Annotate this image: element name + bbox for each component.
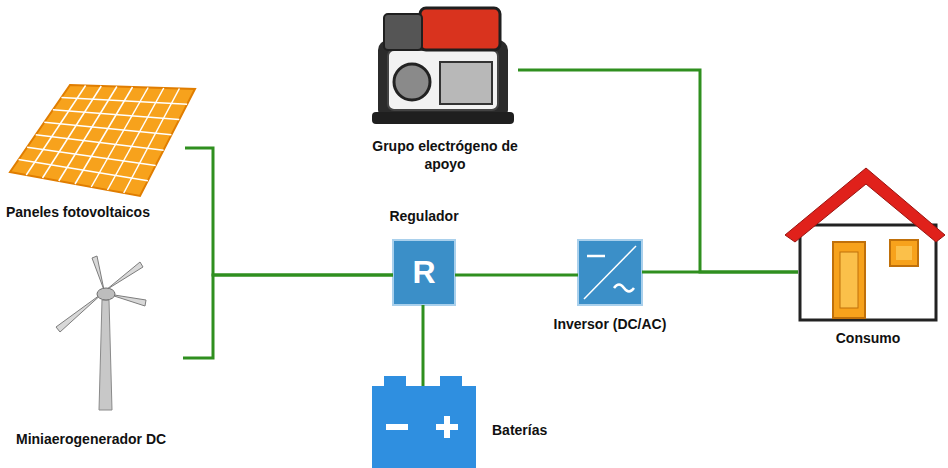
panel-cell-line: [75, 87, 133, 184]
wire: [455, 274, 578, 277]
wire: [183, 275, 393, 358]
battery-node: Baterías: [372, 386, 476, 468]
regulator-box: ReguladorR: [393, 240, 455, 305]
panel-cell-line: [124, 89, 180, 194]
panel-cell-line: [26, 86, 85, 176]
panel-cell-line: [91, 88, 148, 188]
panel-cell-line: [59, 87, 117, 182]
component-label: Inversor (DC/AC): [550, 316, 670, 334]
component-label: Grupo electrógeno de apoyo: [360, 138, 530, 173]
solar-panel-node: Paneles fotovoltaicos: [10, 85, 195, 197]
wire: [422, 305, 425, 386]
regulator-box: [393, 240, 455, 305]
component-label: Miniaerogenerador DC: [16, 431, 216, 449]
battery: [372, 376, 476, 468]
wire: [518, 70, 798, 272]
generator-node: Grupo electrógeno de apoyo: [370, 5, 518, 127]
wind-turbine: [56, 256, 146, 410]
inverter-box: Inversor (DC/AC): [578, 240, 642, 305]
component-label: Baterías: [492, 422, 582, 440]
panel-cell-line: [43, 86, 102, 178]
component-label: Paneles fotovoltaicos: [6, 204, 206, 222]
panel-cell-line: [108, 88, 164, 190]
wind-turbine-node: Miniaerogenerador DC: [40, 255, 183, 412]
component-label: Regulador: [364, 208, 484, 226]
house-node: Consumo: [798, 168, 938, 320]
regulator-letter: R: [393, 252, 455, 292]
inverter-symbol: [578, 240, 642, 305]
generator: [372, 8, 514, 124]
solar-panel: [10, 85, 195, 196]
wire: [185, 148, 393, 275]
component-label: Consumo: [808, 330, 928, 348]
house: [785, 168, 945, 320]
